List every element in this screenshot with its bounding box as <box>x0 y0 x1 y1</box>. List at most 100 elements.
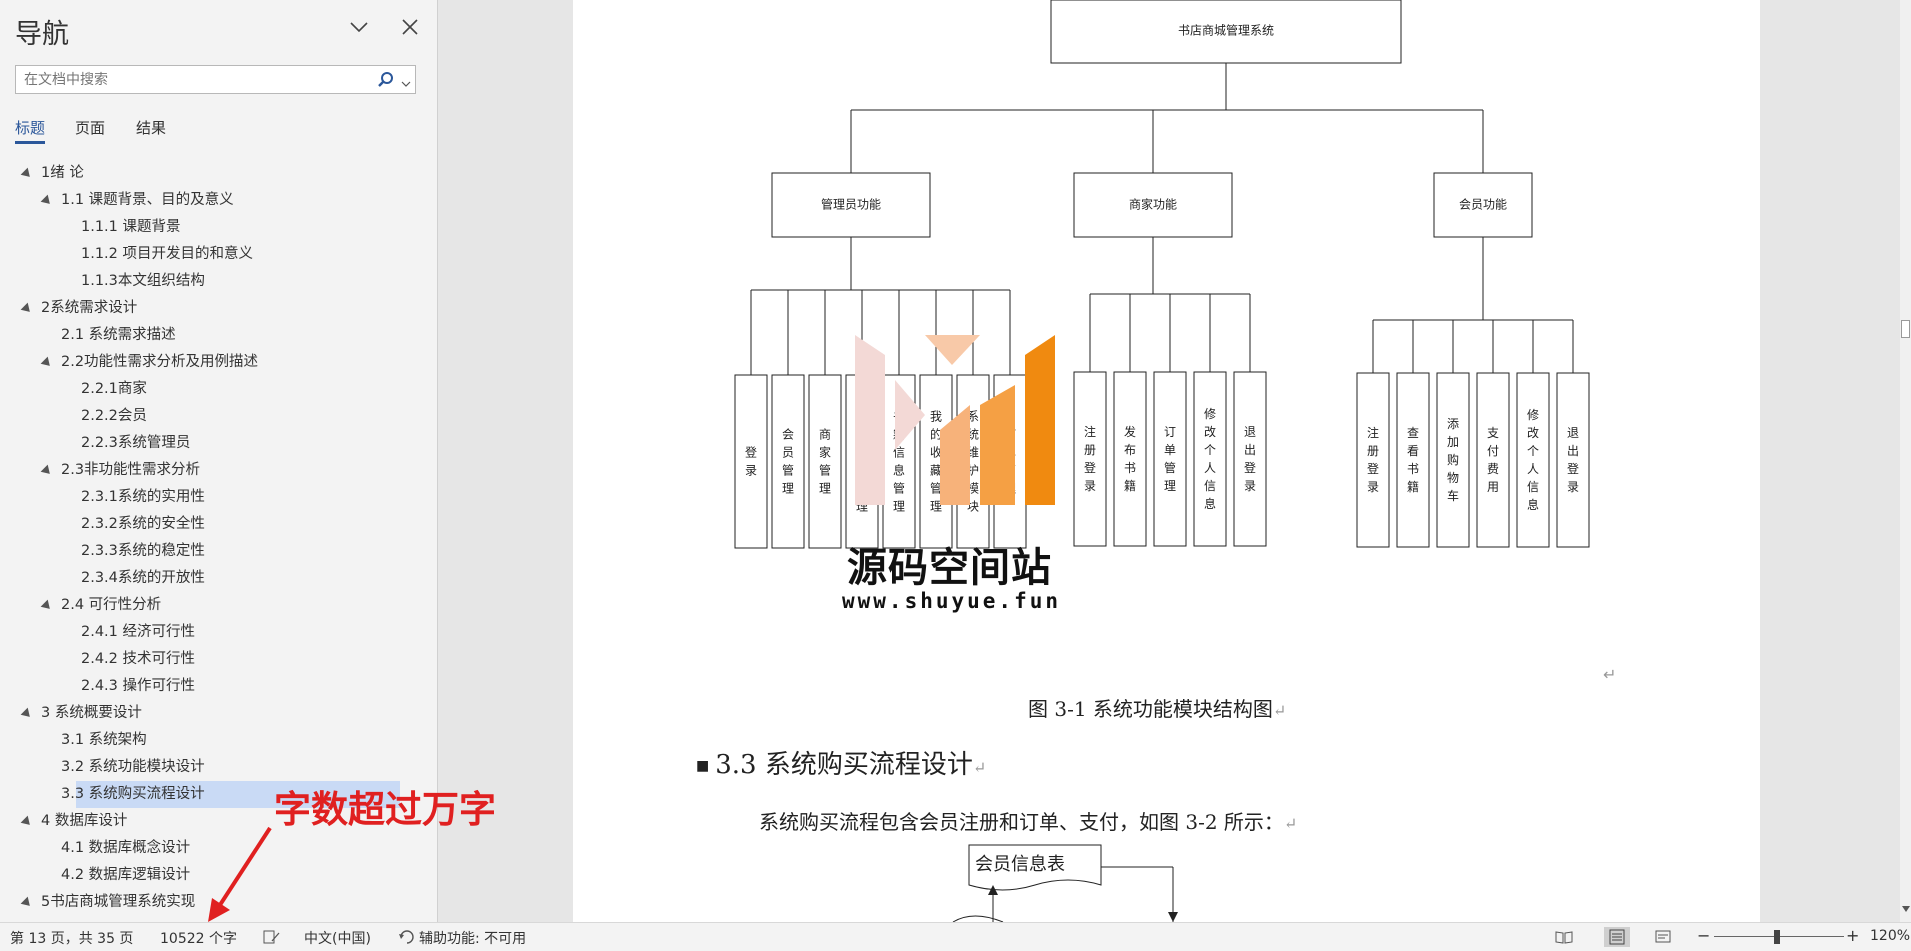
annotation-arrow-icon <box>208 826 272 922</box>
nav-heading-item[interactable]: 5书店商城管理系统实现 <box>0 889 437 916</box>
module-box <box>734 374 768 549</box>
status-bar: 第 13 页，共 35 页 10522 个字 中文(中国) 辅助功能: 不可用 … <box>0 922 1911 951</box>
nav-heading-item[interactable]: 3 系统概要设计 <box>0 700 437 727</box>
nav-heading-item[interactable]: 1.1.1 课题背景 <box>0 214 437 241</box>
nav-heading-label: 2.3.4系统的开放性 <box>81 570 205 586</box>
flow-box-label: 会员信息表 <box>975 854 1065 875</box>
module-box-label: 支付费用 <box>1487 426 1499 494</box>
nav-heading-item[interactable]: 2.2.1商家 <box>0 376 437 403</box>
accessibility-status[interactable]: 辅助功能: 不可用 <box>419 931 527 947</box>
root-box <box>1050 0 1402 64</box>
zoom-in-button[interactable]: + <box>1846 926 1860 945</box>
read-mode-icon[interactable] <box>1555 929 1573 945</box>
zoom-level[interactable]: 120% <box>1870 928 1911 944</box>
flow-document-box <box>968 844 1102 891</box>
language[interactable]: 中文(中国) <box>304 931 371 947</box>
nav-heading-label: 4.2 数据库逻辑设计 <box>61 867 191 883</box>
expand-triangle-icon[interactable] <box>40 464 54 478</box>
module-box <box>1396 372 1430 548</box>
search-options-chevron-icon[interactable] <box>401 74 411 87</box>
nav-heading-item[interactable]: 4 数据库设计 <box>0 808 437 835</box>
group-box <box>1073 172 1233 238</box>
nav-heading-item[interactable]: 1.1.2 项目开发目的和意义 <box>0 241 437 268</box>
tab-pages[interactable]: 页面 <box>75 119 106 137</box>
nav-heading-label: 5书店商城管理系统实现 <box>41 894 196 910</box>
nav-heading-label: 4 数据库设计 <box>41 813 128 829</box>
expand-triangle-icon[interactable] <box>40 356 54 370</box>
nav-heading-label: 2.3.2系统的安全性 <box>81 516 205 532</box>
module-box-label: 修改个人信息 <box>1204 406 1216 511</box>
nav-search-box[interactable] <box>15 65 416 94</box>
body-paragraph: 系统购买流程包含会员注册和订单、支付，如图 3-2 所示：↵ <box>759 810 1298 834</box>
nav-heading-item[interactable]: 2.4.1 经济可行性 <box>0 619 437 646</box>
nav-heading-item[interactable]: 2.1 系统需求描述 <box>0 322 437 349</box>
nav-heading-label: 1.1.3本文组织结构 <box>81 273 205 289</box>
nav-heading-item[interactable]: 2.3.1系统的实用性 <box>0 484 437 511</box>
nav-search-input[interactable] <box>22 69 386 91</box>
tab-results[interactable]: 结果 <box>136 119 167 137</box>
expand-triangle-icon[interactable] <box>20 815 34 829</box>
nav-close-icon[interactable] <box>398 14 422 40</box>
nav-heading-label: 2.4.3 操作可行性 <box>81 678 196 694</box>
root-box-label: 书店商城管理系统 <box>1178 23 1274 38</box>
expand-triangle-icon[interactable] <box>20 167 34 181</box>
nav-heading-item[interactable]: 2.2功能性需求分析及用例描述 <box>0 349 437 376</box>
nav-heading-item[interactable]: 4.1 数据库概念设计 <box>0 835 437 862</box>
tab-headings[interactable]: 标题 <box>15 119 46 144</box>
nav-heading-item[interactable]: 2.4.2 技术可行性 <box>0 646 437 673</box>
nav-heading-item[interactable]: 2.3.4系统的开放性 <box>0 565 437 592</box>
module-box-label: 注册登录 <box>1084 424 1096 493</box>
nav-heading-label: 2.4 可行性分析 <box>61 597 162 613</box>
module-box <box>1436 372 1470 548</box>
search-icon[interactable] <box>377 71 395 89</box>
module-box <box>1516 372 1550 548</box>
expand-triangle-icon[interactable] <box>40 194 54 208</box>
nav-heading-label: 1.1.2 项目开发目的和意义 <box>81 246 254 262</box>
nav-heading-item[interactable]: 1.1.3本文组织结构 <box>0 268 437 295</box>
nav-heading-item[interactable]: 2.3非功能性需求分析 <box>0 457 437 484</box>
expand-triangle-icon[interactable] <box>20 896 34 910</box>
nav-heading-item[interactable]: 3.2 系统功能模块设计 <box>0 754 437 781</box>
vertical-scrollbar[interactable] <box>1900 0 1911 922</box>
nav-heading-item[interactable]: 1.1 课题背景、目的及意义 <box>0 187 437 214</box>
nav-heading-item[interactable]: 2.2.2会员 <box>0 403 437 430</box>
paragraph-mark: ↵ <box>1603 665 1617 684</box>
group-box-label: 商家功能 <box>1129 197 1177 212</box>
expand-triangle-icon[interactable] <box>20 302 34 316</box>
nav-title: 导航 <box>15 19 69 50</box>
module-box-label: 退出登录 <box>1567 426 1579 494</box>
document-page[interactable]: 书店商城管理系统管理员功能登录会员管理商家管理书籍信息管理书籍信息管理我的收藏管… <box>573 0 1760 922</box>
accessibility-icon[interactable] <box>398 929 416 945</box>
nav-heading-item[interactable]: 2.4 可行性分析 <box>0 592 437 619</box>
expand-triangle-icon[interactable] <box>20 707 34 721</box>
nav-heading-label: 2.2.2会员 <box>81 408 147 424</box>
module-box-label: 登录 <box>745 445 757 478</box>
zoom-out-button[interactable]: − <box>1697 926 1711 945</box>
group-box-label: 管理员功能 <box>821 197 881 212</box>
nav-options-chevron-icon[interactable] <box>346 14 372 40</box>
flow-arrowhead <box>988 885 998 895</box>
nav-heading-item[interactable]: 3.1 系统架构 <box>0 727 437 754</box>
page-count[interactable]: 第 13 页，共 35 页 <box>10 931 134 947</box>
nav-heading-item[interactable]: 1绪 论 <box>0 160 437 187</box>
proofing-icon[interactable] <box>263 929 281 945</box>
nav-heading-label: 2.3.3系统的稳定性 <box>81 543 205 559</box>
scroll-down-icon[interactable] <box>1902 906 1910 912</box>
nav-heading-item[interactable]: 2.3.2系统的安全性 <box>0 511 437 538</box>
flow-arrowhead <box>1168 912 1178 922</box>
zoom-slider-thumb[interactable] <box>1774 930 1780 944</box>
nav-heading-item[interactable]: 2系统需求设计 <box>0 295 437 322</box>
nav-heading-item[interactable]: 2.3.3系统的稳定性 <box>0 538 437 565</box>
nav-heading-item[interactable]: 4.2 数据库逻辑设计 <box>0 862 437 889</box>
nav-heading-item[interactable]: 3.3 系统购买流程设计 <box>0 781 437 808</box>
expand-triangle-icon[interactable] <box>40 599 54 613</box>
nav-heading-item[interactable]: 2.4.3 操作可行性 <box>0 673 437 700</box>
word-count[interactable]: 10522 个字 <box>160 931 237 947</box>
nav-heading-item[interactable]: 2.2.3系统管理员 <box>0 430 437 457</box>
selection-highlight <box>76 781 400 808</box>
scrollbar-thumb[interactable] <box>1901 320 1910 338</box>
module-box-label: 商家管理 <box>819 427 831 496</box>
print-layout-icon[interactable] <box>1604 927 1630 947</box>
web-layout-icon[interactable] <box>1655 929 1673 945</box>
module-box <box>808 374 842 549</box>
